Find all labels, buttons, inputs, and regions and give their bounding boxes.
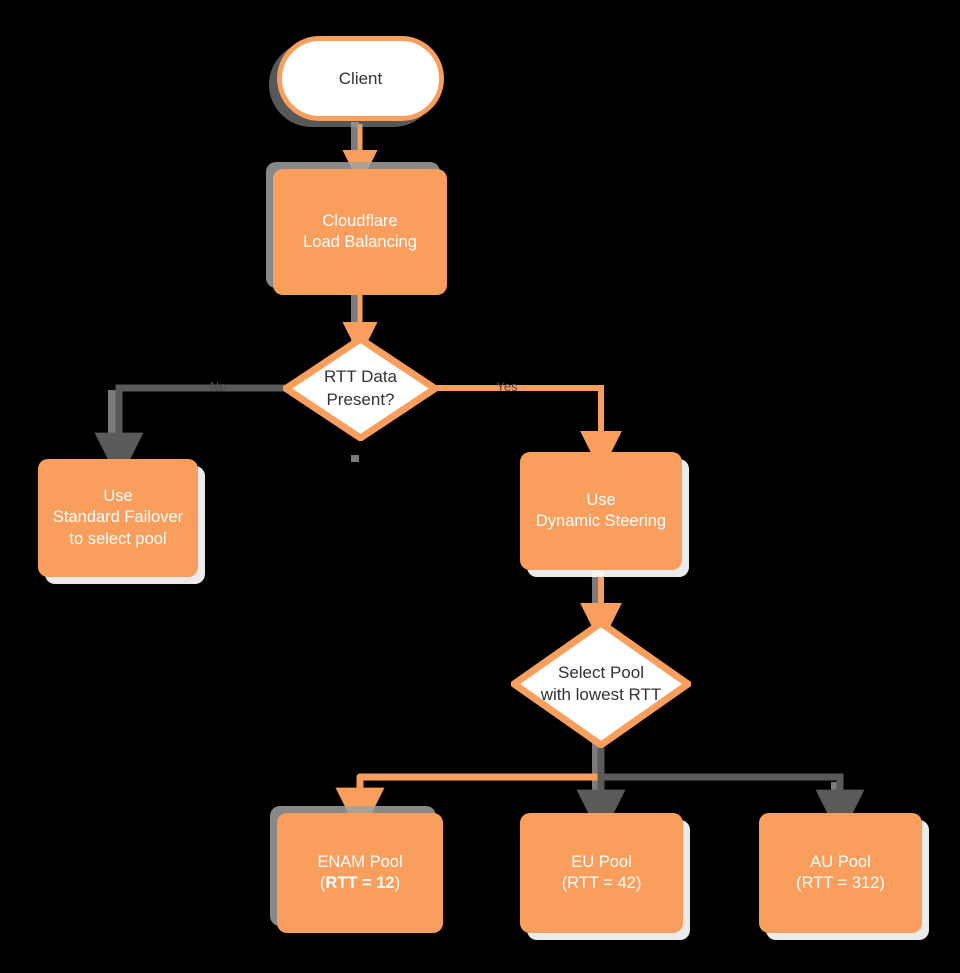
node-eu-pool-label: EU Pool (RTT = 42) [562,852,642,894]
node-enam-pool-metric: (RTT = 12) [319,874,401,892]
rtt-data-present-diamond-shape [283,336,438,441]
edge-rtt-yes-to-dynamic-steering [436,385,622,473]
node-au-pool-metric: (RTT = 312) [796,874,885,892]
node-client-label: Client [338,68,383,88]
node-enam-pool[interactable]: ENAM Pool (RTT = 12) [277,813,443,933]
edge-select-pool-to-au-pool [601,773,865,839]
node-dynamic-steering-label: Use Dynamic Steering [535,490,667,530]
node-standard-failover[interactable]: Use Standard Failover to select pool [38,459,198,577]
edge-label-no: No [209,379,227,394]
node-cloudflare-load-balancing[interactable]: Cloudflare Load Balancing [273,169,447,295]
edge-rtt-no-to-standard-failover [94,384,285,482]
node-au-pool[interactable]: AU Pool (RTT = 312) [759,813,922,933]
node-cloudflare-load-balancing-label: Cloudflare Load Balancing [303,211,417,251]
node-eu-pool[interactable]: EU Pool (RTT = 42) [520,813,683,933]
node-rtt-data-present[interactable]: RTT Data Present? [283,336,438,441]
edge-label-yes: Yes [496,379,518,394]
edge-select-pool-to-enam-pool [335,748,605,837]
node-enam-pool-label: ENAM Pool (RTT = 12) [317,852,402,894]
node-select-pool-lowest-rtt-label: Select Pool with lowest RTT [540,662,662,704]
node-standard-failover-label: Use Standard Failover to select pool [52,487,184,548]
node-client[interactable]: Client [277,36,444,121]
select-pool-diamond-shape [511,620,691,748]
node-au-pool-label: AU Pool (RTT = 312) [796,852,885,894]
node-dynamic-steering[interactable]: Use Dynamic Steering [520,452,682,570]
node-eu-pool-metric: (RTT = 42) [561,874,642,892]
node-select-pool-lowest-rtt[interactable]: Select Pool with lowest RTT [511,620,691,748]
node-rtt-data-present-label: RTT Data Present? [323,367,398,409]
